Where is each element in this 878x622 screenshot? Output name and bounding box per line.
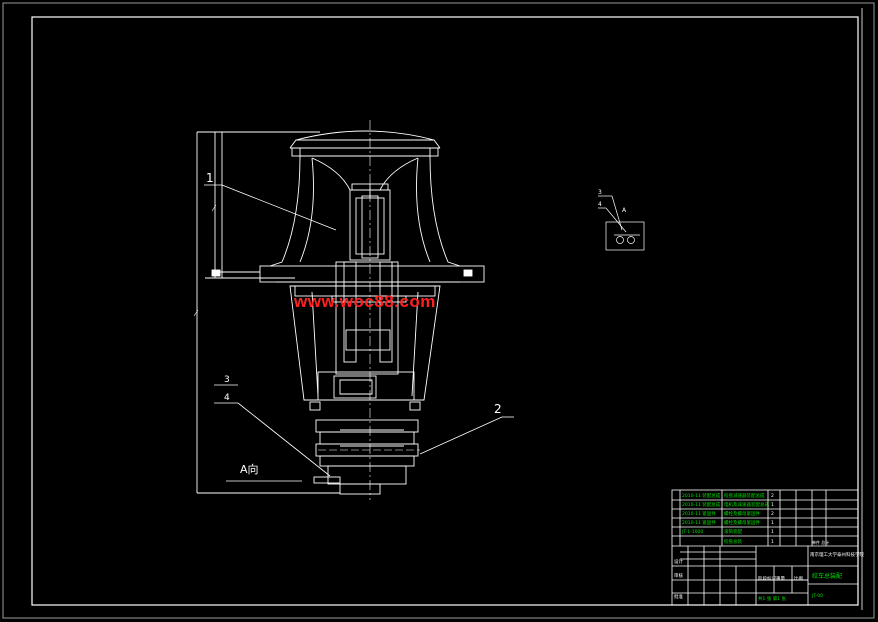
row-1-qty: 2 [771,493,774,499]
header-extra: 单件 总计 [812,539,829,545]
row-1-name: 绞盘减速器装配总成 [724,492,765,499]
detail-label-a: A [622,207,627,214]
row-4-qty: 1 [771,520,774,526]
row-4-name: 螺栓及螺母紧固件 [724,519,760,526]
checker-label: 审核 [674,572,683,579]
row-2-code: 2010-11 装配总成 [682,501,721,508]
detail-view [598,195,645,251]
detail-label-4: 4 [598,201,602,208]
school-name: 南京理工大学泰州科技学院 [810,551,864,558]
row-1-code: 2010-11 装配总成 [682,492,721,499]
parts-table [671,489,859,606]
callout-3: 3 [224,375,230,385]
sheet-info: 共1 张 第1 张 [758,595,787,602]
view-label: A向 [240,462,259,476]
row-3-code: 2010-11 紧固件 [682,510,716,517]
row-5-name: 滚筒装配 [724,528,742,535]
callout-1: 1 [206,171,214,185]
callout-2: 2 [494,402,502,416]
row-6-qty: 1 [771,539,774,545]
row-5-qty: 1 [771,529,774,535]
designer-label: 设计 [674,558,683,565]
parts-table-text: 2010-11 装配总成 绞盘减速器装配总成 2 2010-11 装配总成 电机… [674,492,864,602]
watermark-text: www.woc88.com [294,292,436,311]
detail-label-3: 3 [598,189,602,196]
stage-label: 阶段标记 [758,575,776,582]
leader-lines [204,184,514,482]
drawing-title: 绞车总装配 [812,572,842,580]
weight-label: 重量 [776,575,785,582]
inner-frame [31,16,859,606]
row-3-name: 螺栓及螺母紧固件 [724,510,760,517]
drawing-number: JT-00 [811,593,823,599]
row-4-code: 2010-11 紧固件 [682,519,716,526]
row-2-qty: 1 [771,502,774,508]
scale-label: 比例 [794,575,803,582]
row-6-name: 绞盘总装 [724,538,742,545]
callout-4: 4 [224,393,230,403]
row-5-code: JT-1-1000 [681,529,703,535]
approver-label: 批准 [674,593,683,600]
row-3-qty: 2 [771,511,774,517]
row-2-name: 电机及减速器装配总成 [724,501,769,508]
main-assembly [196,120,485,500]
